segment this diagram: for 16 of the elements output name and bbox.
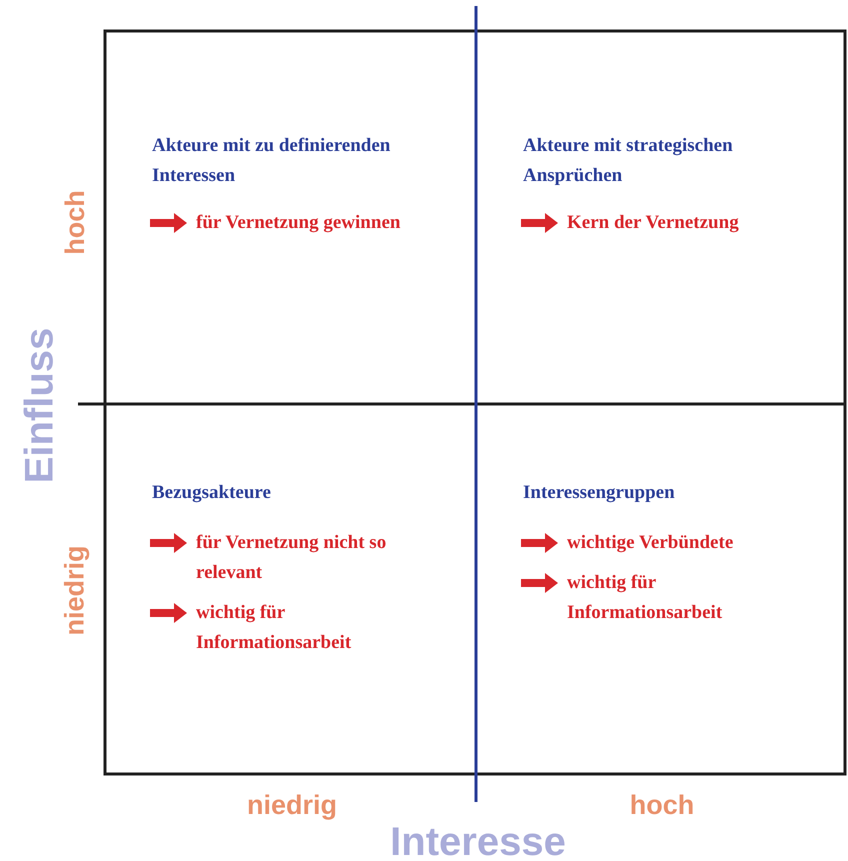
quadrant-note: wichtige Verbündete <box>567 531 734 555</box>
axis-level-label: hoch <box>60 190 90 254</box>
quadrant-heading: Bezugsakteure <box>152 481 272 505</box>
quadrant-note: wichtig für Informationsarbeit <box>567 571 724 625</box>
axis-title: Interesse <box>390 820 566 861</box>
axis-level-label: niedrig <box>246 790 337 820</box>
quadrant-note: wichtig für Informationsarbeit <box>196 601 352 655</box>
quadrant-heading: Akteure mit strategischen Ansprüchen <box>523 134 734 188</box>
axis-title: Einfluss <box>18 327 62 483</box>
quadrant-note: Kern der Vernetzung <box>567 211 740 235</box>
quadrant-heading: Akteure mit zu definierenden Interessen <box>152 134 392 188</box>
quadrant-note: für Vernetzung nicht so relevant <box>196 531 388 585</box>
quadrant-note: für Vernetzung gewinnen <box>196 211 402 235</box>
axis-level-label: niedrig <box>60 545 90 635</box>
quadrant-heading: Interessengruppen <box>523 481 676 505</box>
axis-level-label: hoch <box>630 790 694 820</box>
